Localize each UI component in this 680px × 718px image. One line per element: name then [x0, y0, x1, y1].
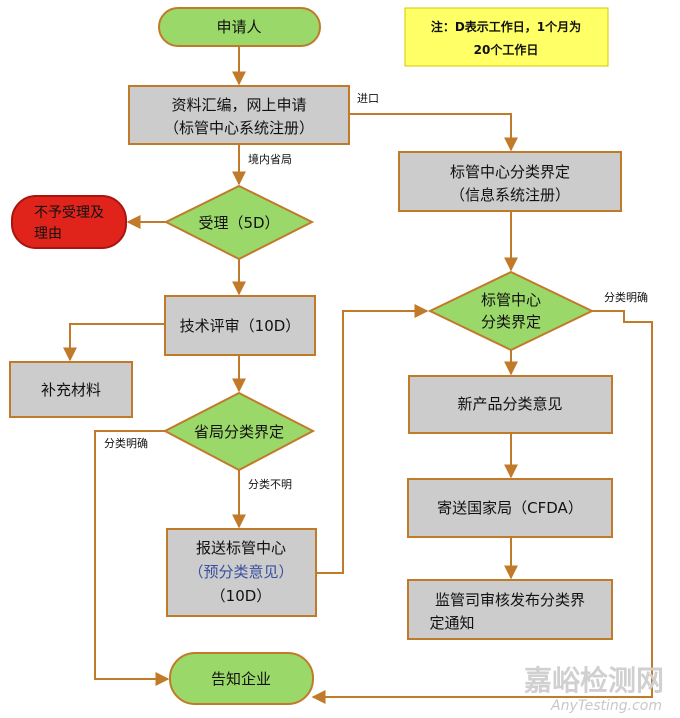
- publish-line2: 定通知: [429, 614, 474, 632]
- center-classify-shape: [398, 151, 622, 212]
- edge-prov-notify: [94, 430, 170, 686]
- node-send-cfda: 寄送国家局（CFDA）: [407, 478, 613, 538]
- edge-report-decision: [316, 304, 429, 574]
- node-new-product: 新产品分类意见: [408, 375, 613, 434]
- node-accept: 受理（5D）: [163, 184, 315, 261]
- center-classify-line1: 标管中心分类界定: [450, 163, 570, 181]
- supplement-label: 补充材料: [41, 381, 101, 399]
- note-box: 注：D表示工作日，1个月为 20个工作日: [404, 7, 609, 67]
- watermark-cn: 嘉峪检测网: [524, 664, 664, 697]
- accept-label: 受理（5D）: [198, 214, 279, 232]
- label-import: 进口: [357, 92, 379, 105]
- label-unclear: 分类不明: [248, 477, 292, 491]
- edge-review-supplement: [63, 323, 165, 362]
- node-applicant: 申请人: [158, 7, 321, 47]
- submit-shape: [128, 85, 350, 145]
- applicant-label: 申请人: [216, 18, 261, 36]
- prov-classify-label: 省局分类界定: [194, 423, 284, 441]
- center-classify-line2: （信息系统注册）: [450, 186, 570, 204]
- tech-review-shape: [164, 295, 316, 356]
- report-shape: [166, 528, 317, 617]
- node-tech-review: 技术评审（10D）: [164, 295, 316, 356]
- node-submit: 资料汇编，网上申请 （标管中心系统注册）: [128, 85, 350, 145]
- prov-classify-shape: [162, 391, 316, 472]
- watermark: 嘉峪检测网 AnyTesting.com: [524, 664, 664, 714]
- accept-shape: [163, 184, 315, 261]
- node-publish: 监管司审核发布分类界 定通知: [407, 579, 613, 640]
- reject-line1: 不予受理及: [34, 205, 104, 221]
- label-domestic: 境内省局: [248, 152, 292, 166]
- node-report: 报送标管中心 （预分类意见） （10D）: [166, 528, 317, 617]
- center-decision-line1: 标管中心: [481, 291, 541, 309]
- submit-line1: 资料汇编，网上申请: [171, 96, 306, 114]
- new-product-label: 新产品分类意见: [457, 395, 562, 413]
- notify-label: 告知企业: [211, 670, 271, 688]
- supplement-shape: [9, 361, 133, 418]
- send-cfda-label: 寄送国家局（CFDA）: [437, 499, 583, 517]
- node-prov-classify: 省局分类界定: [162, 391, 316, 472]
- center-decision-line2: 分类界定: [481, 313, 541, 331]
- reject-shape: [11, 195, 127, 249]
- connectors: [63, 46, 653, 704]
- node-center-decision: 标管中心 分类界定: [427, 270, 595, 352]
- new-product-shape: [408, 375, 613, 434]
- notify-shape: [169, 652, 314, 705]
- report-line3: （10D）: [211, 587, 272, 605]
- label-clear-left: 分类明确: [104, 436, 148, 450]
- note-line2: 20个工作日: [474, 42, 539, 57]
- publish-line1: 监管司审核发布分类界: [435, 591, 585, 609]
- reject-line2: 理由: [34, 226, 62, 242]
- tech-review-label: 技术评审（10D）: [180, 317, 301, 335]
- node-notify: 告知企业: [169, 652, 314, 705]
- report-line1: 报送标管中心: [196, 539, 286, 557]
- label-clear-right: 分类明确: [604, 290, 648, 304]
- watermark-en: AnyTesting.com: [550, 698, 662, 714]
- center-decision-shape: [427, 270, 595, 352]
- node-center-classify: 标管中心分类界定 （信息系统注册）: [398, 151, 622, 212]
- applicant-shape: [158, 7, 321, 47]
- note-line1: 注：D表示工作日，1个月为: [431, 19, 581, 34]
- publish-shape: [407, 579, 613, 640]
- edge-submit-center: [349, 113, 518, 152]
- node-supplement: 补充材料: [9, 361, 133, 418]
- send-cfda-shape: [407, 478, 613, 538]
- note-background: [404, 7, 609, 67]
- submit-line2: （标管中心系统注册）: [164, 119, 314, 137]
- node-reject: 不予受理及 理由: [11, 195, 127, 249]
- report-line2: （预分类意见）: [188, 563, 293, 581]
- edge-decision-notify: [311, 310, 653, 704]
